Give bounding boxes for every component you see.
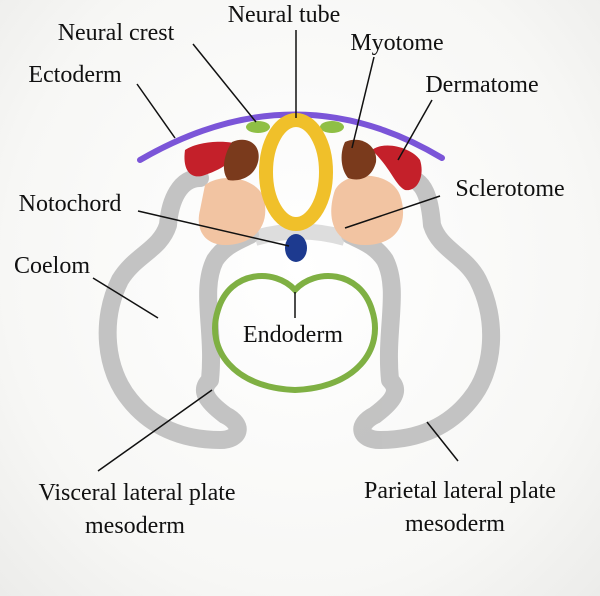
label-endoderm: Endoderm: [243, 322, 343, 348]
label-dermatome: Dermatome: [425, 72, 538, 98]
label-coelom: Coelom: [14, 253, 90, 279]
notochord: [285, 234, 307, 262]
leader-sclerotome: [344, 195, 441, 229]
label-myotome: Myotome: [350, 30, 443, 56]
lateral-plate-mesoderm: [98, 169, 501, 449]
leader-myotome: [351, 56, 375, 149]
dermatome-left: [184, 141, 240, 177]
label-neural-crest: Neural crest: [58, 20, 175, 46]
leader-neural-crest: [192, 43, 257, 123]
right-mesoderm-loop: [341, 169, 501, 449]
label-visceral-line2: mesoderm: [85, 513, 185, 539]
label-neural-tube: Neural tube: [228, 2, 341, 28]
leader-dermatome: [397, 99, 433, 161]
leader-ectoderm: [136, 83, 176, 139]
neural-crest-left: [246, 121, 270, 133]
neural-crest-right: [320, 121, 344, 133]
myotome-left: [223, 139, 259, 181]
label-ectoderm: Ectoderm: [28, 62, 122, 88]
leader-parietal: [426, 421, 459, 462]
label-notochord: Notochord: [19, 191, 122, 217]
myotome-right: [341, 139, 377, 180]
endoderm-ring: [212, 273, 378, 394]
mesoderm-bridge: [252, 223, 348, 246]
sclerotome-right: [331, 175, 404, 245]
leader-lines: [92, 30, 459, 472]
label-sclerotome: Sclerotome: [455, 176, 564, 202]
label-visceral-line1: Visceral lateral plate: [38, 480, 235, 506]
leader-coelom: [92, 277, 159, 319]
label-parietal-line2: mesoderm: [405, 511, 505, 537]
label-parietal-line1: Parietal lateral plate: [364, 478, 556, 504]
leader-visceral: [97, 389, 213, 472]
left-mesoderm-loop: [98, 169, 259, 449]
dermatome-right: [372, 145, 422, 191]
leader-notochord: [137, 210, 290, 247]
neural-tube: [259, 113, 333, 231]
